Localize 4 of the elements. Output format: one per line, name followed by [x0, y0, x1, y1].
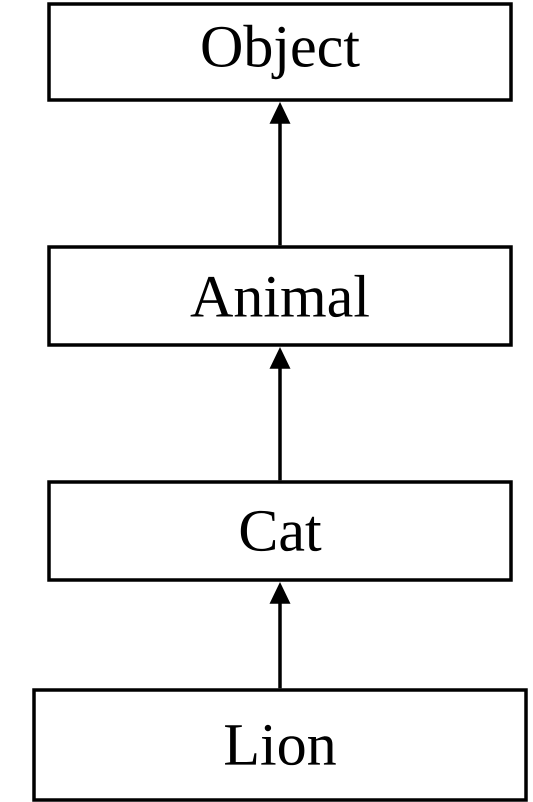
class-box: Object [47, 2, 513, 102]
class-box: Lion [32, 688, 528, 802]
class-box: Animal [47, 245, 513, 347]
class-box: Cat [47, 480, 513, 582]
